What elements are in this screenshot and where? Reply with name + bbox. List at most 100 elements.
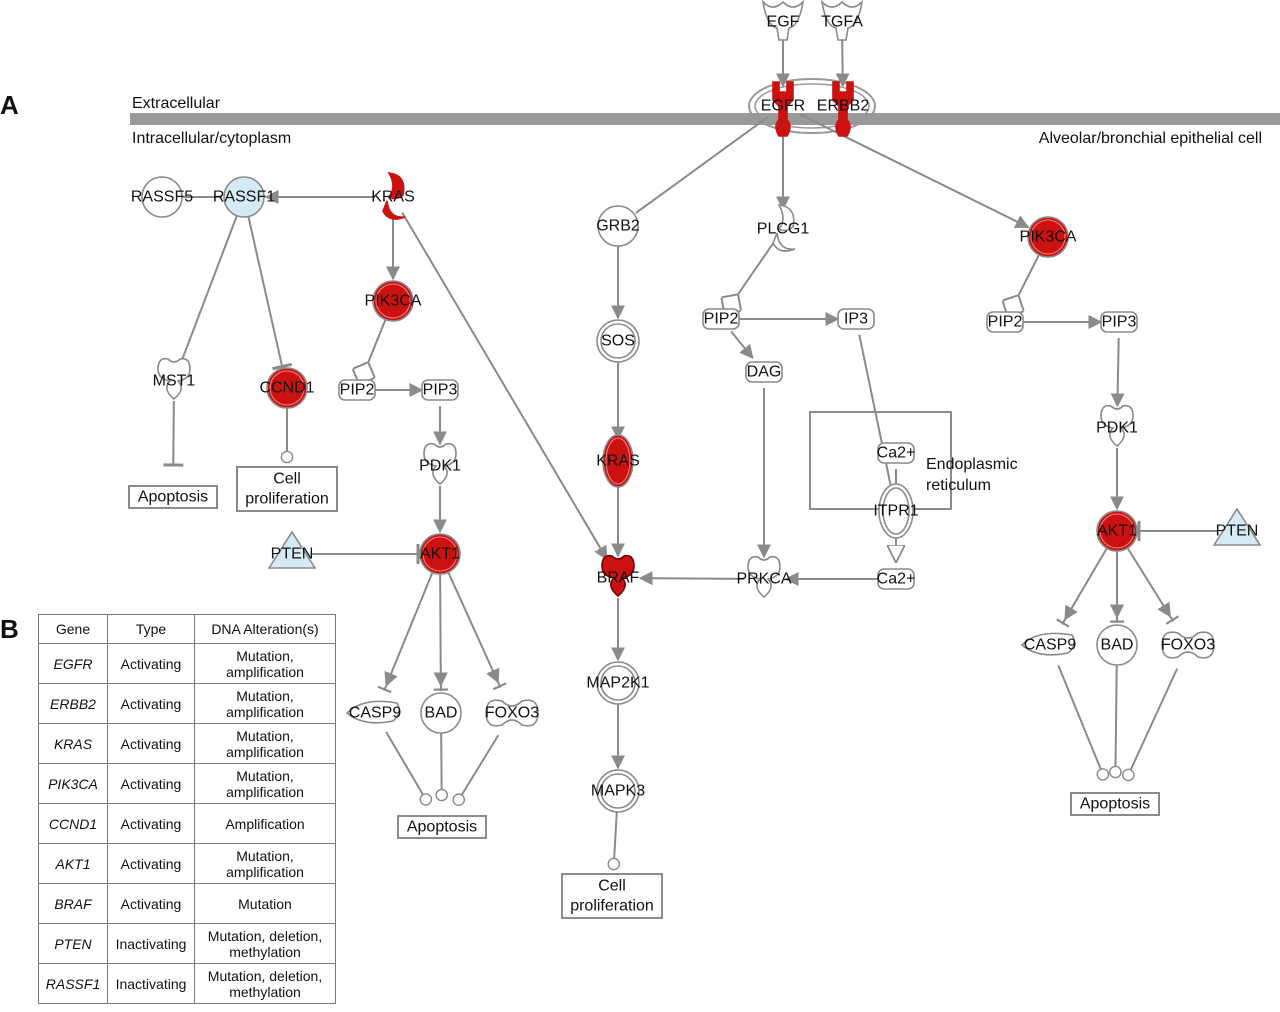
node-ca-er[interactable]: Ca2+ — [877, 442, 916, 464]
header-type: Type — [107, 614, 195, 644]
node-bad-r[interactable]: BAD — [1096, 624, 1138, 666]
node-apop-mst1[interactable]: Apoptosis — [128, 485, 218, 509]
node-label: DAG — [747, 364, 782, 381]
node-kras-m[interactable]: KRAS — [596, 434, 640, 488]
node-label: proliferation — [570, 898, 654, 915]
node-pip3-r[interactable]: PIP3 — [1100, 311, 1138, 333]
node-map2k1[interactable]: MAP2K1 — [586, 661, 650, 705]
node-dag[interactable]: DAG — [745, 361, 783, 383]
edge-rassf1-mst1 — [180, 215, 238, 361]
node-apop-r[interactable]: Apoptosis — [1070, 792, 1160, 816]
node-label: proliferation — [245, 491, 329, 508]
node-label: Ca2+ — [877, 445, 916, 462]
node-sos[interactable]: SOS — [596, 319, 640, 363]
node-pip2-m[interactable]: PIP2 — [702, 308, 740, 330]
node-akt1-l[interactable]: AKT1 — [419, 533, 461, 575]
node-label: RASSF5 — [131, 189, 193, 206]
node-pik3ca-r[interactable]: PIK3CA — [1020, 216, 1077, 258]
node-mapk3[interactable]: MAPK3 — [591, 769, 645, 813]
node-kras-l[interactable]: KRAS — [371, 172, 415, 220]
edge-bad_r-apop_r — [1109, 664, 1122, 779]
cell-type: Activating — [107, 683, 195, 724]
node-pten-r[interactable]: PTEN — [1212, 507, 1262, 546]
region-cell-type: Alveolar/bronchial epithelial cell — [1039, 130, 1262, 147]
receptor-complex-outer — [748, 78, 876, 134]
node-pip3-l[interactable]: PIP3 — [421, 379, 459, 401]
node-label: FOXO3 — [485, 705, 539, 722]
edge-plcg1-pip2_m — [731, 243, 774, 304]
node-label: MST1 — [153, 373, 196, 390]
node-label: PIP2 — [704, 311, 739, 328]
node-itpr1[interactable]: ITPR1 — [873, 483, 919, 539]
edge-mst1-apop_mst1 — [163, 400, 184, 467]
node-casp9-l[interactable]: CASP9 — [345, 700, 401, 724]
node-pten-l[interactable]: PTEN — [267, 530, 317, 569]
node-ccnd1[interactable]: CCND1 — [259, 367, 315, 409]
node-pik3ca-l[interactable]: PIK3CA — [365, 280, 422, 322]
node-casp9-r[interactable]: CASP9 — [1020, 632, 1077, 656]
node-foxo3-r[interactable]: FOXO3 — [1161, 631, 1215, 659]
cell-type: Inactivating — [107, 923, 195, 964]
region-er-line1: Endoplasmic — [926, 456, 1018, 473]
edge-kras_l-braf — [401, 211, 608, 561]
node-akt1-r[interactable]: AKT1 — [1096, 510, 1138, 552]
cell-alteration: Mutation, amplification — [194, 843, 336, 884]
node-label: PDK1 — [419, 458, 461, 475]
node-egfr[interactable]: EGFR — [761, 81, 805, 137]
node-label: ERBB2 — [817, 98, 870, 115]
cell-alteration: Mutation, amplification — [194, 723, 336, 764]
cell-alteration: Mutation, deletion, methylation — [194, 923, 336, 964]
node-bad-l[interactable]: BAD — [420, 692, 462, 734]
cell-gene: RASSF1 — [38, 963, 108, 1004]
node-rassf5[interactable]: RASSF5 — [131, 176, 193, 218]
node-ip3[interactable]: IP3 — [837, 308, 875, 330]
node-label: PIP2 — [340, 382, 375, 399]
node-label: PIP3 — [1102, 314, 1137, 331]
header-alteration: DNA Alteration(s) — [194, 614, 336, 644]
node-apop-l[interactable]: Apoptosis — [397, 815, 487, 839]
node-grb2[interactable]: GRB2 — [596, 205, 640, 247]
node-pdk1-l[interactable]: PDK1 — [419, 442, 461, 486]
edge-tgfa-erbb2 — [835, 39, 850, 88]
edge-akt1_l-foxo3_l — [447, 571, 507, 691]
edge-casp9_l-apop_l — [385, 731, 433, 806]
node-erbb2[interactable]: ERBB2 — [817, 81, 870, 137]
node-label: CASP9 — [1024, 637, 1077, 654]
node-label: MAPK3 — [591, 783, 645, 800]
node-egf[interactable]: EGF — [761, 0, 805, 41]
cell-gene: PTEN — [38, 923, 108, 964]
node-foxo3-l[interactable]: FOXO3 — [485, 699, 539, 727]
node-prkca[interactable]: PRKCA — [736, 555, 792, 599]
cell-type: Activating — [107, 883, 195, 924]
cell-type: Activating — [107, 763, 195, 804]
node-pip2-l[interactable]: PIP2 — [338, 379, 376, 401]
panel-label-b: B — [0, 614, 19, 644]
node-label: Apoptosis — [1080, 796, 1150, 813]
table-header-row: Gene Type DNA Alteration(s) — [38, 614, 336, 644]
node-ca-cyt[interactable]: Ca2+ — [877, 568, 916, 590]
node-tgfa[interactable]: TGFA — [820, 0, 863, 41]
node-pdk1-r[interactable]: PDK1 — [1096, 404, 1138, 448]
edge-akt1_r-foxo3_r — [1126, 547, 1180, 625]
cell-gene: AKT1 — [38, 843, 108, 884]
node-label: Ca2+ — [877, 571, 916, 588]
cell-type: Activating — [107, 643, 195, 684]
node-label: PIP2 — [988, 314, 1023, 331]
node-pip2-r[interactable]: PIP2 — [986, 311, 1024, 333]
node-label: Apoptosis — [138, 489, 208, 506]
node-label: MAP2K1 — [586, 675, 649, 692]
region-intracellular: Intracellular/cytoplasm — [132, 130, 291, 147]
node-plcg1[interactable]: PLCG1 — [757, 204, 810, 252]
edge-akt1_l-bad_l — [433, 573, 449, 692]
node-mst1[interactable]: MST1 — [153, 357, 196, 401]
edge-rassf1-ccnd1 — [247, 216, 293, 371]
node-rassf1[interactable]: RASSF1 — [213, 176, 275, 218]
node-braf[interactable]: BRAF — [597, 554, 640, 598]
